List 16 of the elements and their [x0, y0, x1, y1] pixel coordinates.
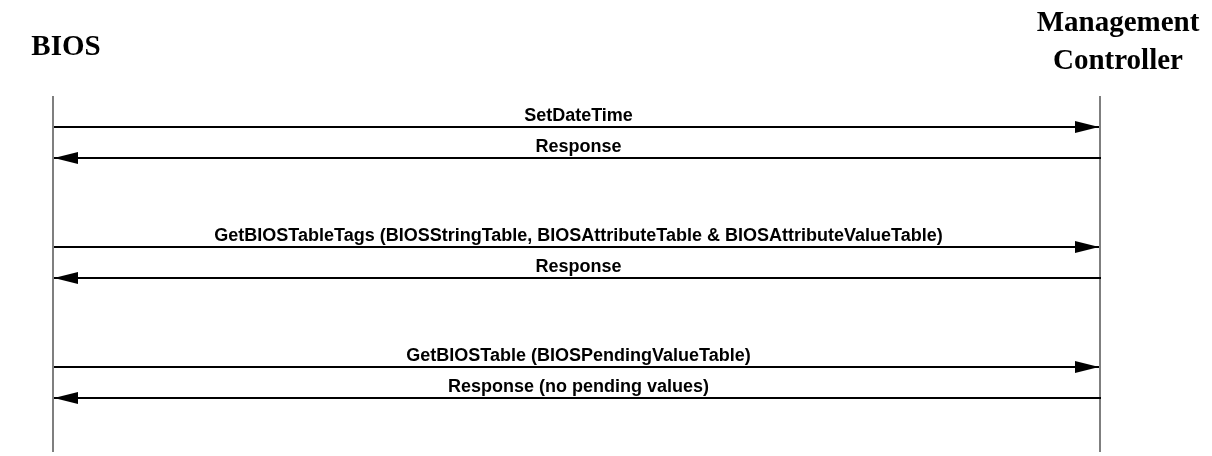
message-arrow — [53, 152, 1102, 164]
lifeline — [1099, 95, 1101, 453]
message-label: Response — [535, 256, 622, 276]
message-label: SetDateTime — [524, 105, 633, 125]
message-arrow — [53, 272, 1102, 284]
message-arrow — [53, 121, 1100, 133]
participant-name: Management Controller — [1035, 4, 1201, 77]
message-arrow — [53, 361, 1100, 373]
message-label: GetBIOSTableTags (BIOSStringTable, BIOSAttributeTable & BIOSAttributeValueTable) — [214, 225, 943, 245]
message-label: Response — [535, 136, 622, 156]
message-arrow — [53, 241, 1100, 253]
lifeline — [52, 95, 54, 453]
message-label: GetBIOSTable (BIOSPendingValueTable) — [406, 345, 751, 365]
message-arrow — [53, 392, 1102, 404]
participant-name: BIOS — [30, 28, 102, 63]
message-label: Response (no pending values) — [448, 376, 709, 396]
